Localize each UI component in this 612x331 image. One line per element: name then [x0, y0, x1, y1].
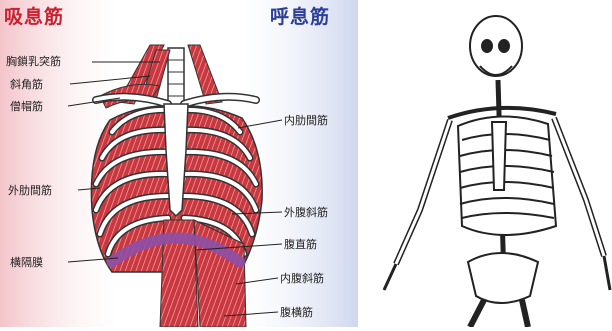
label-external-intercostal: 外肋間筋 [8, 184, 52, 197]
label-trapezius: 僧帽筋 [10, 100, 43, 113]
inspiratory-header: 吸息筋 [4, 6, 64, 28]
label-diaphragm: 横隔膜 [10, 256, 43, 269]
expiratory-header: 呼息筋 [270, 6, 330, 28]
label-internal-intercostal: 内肋間筋 [284, 114, 328, 127]
label-rectus-abdominis: 腹直筋 [284, 238, 317, 251]
skeleton-figure-icon [384, 16, 610, 327]
label-scalene: 斜角筋 [10, 78, 43, 91]
label-internal-oblique: 内腹斜筋 [280, 272, 324, 285]
label-external-oblique: 外腹斜筋 [284, 206, 328, 219]
label-sternocleidomastoid: 胸鎖乳突筋 [6, 55, 61, 68]
label-transversus-abdominis: 腹横筋 [280, 306, 313, 319]
